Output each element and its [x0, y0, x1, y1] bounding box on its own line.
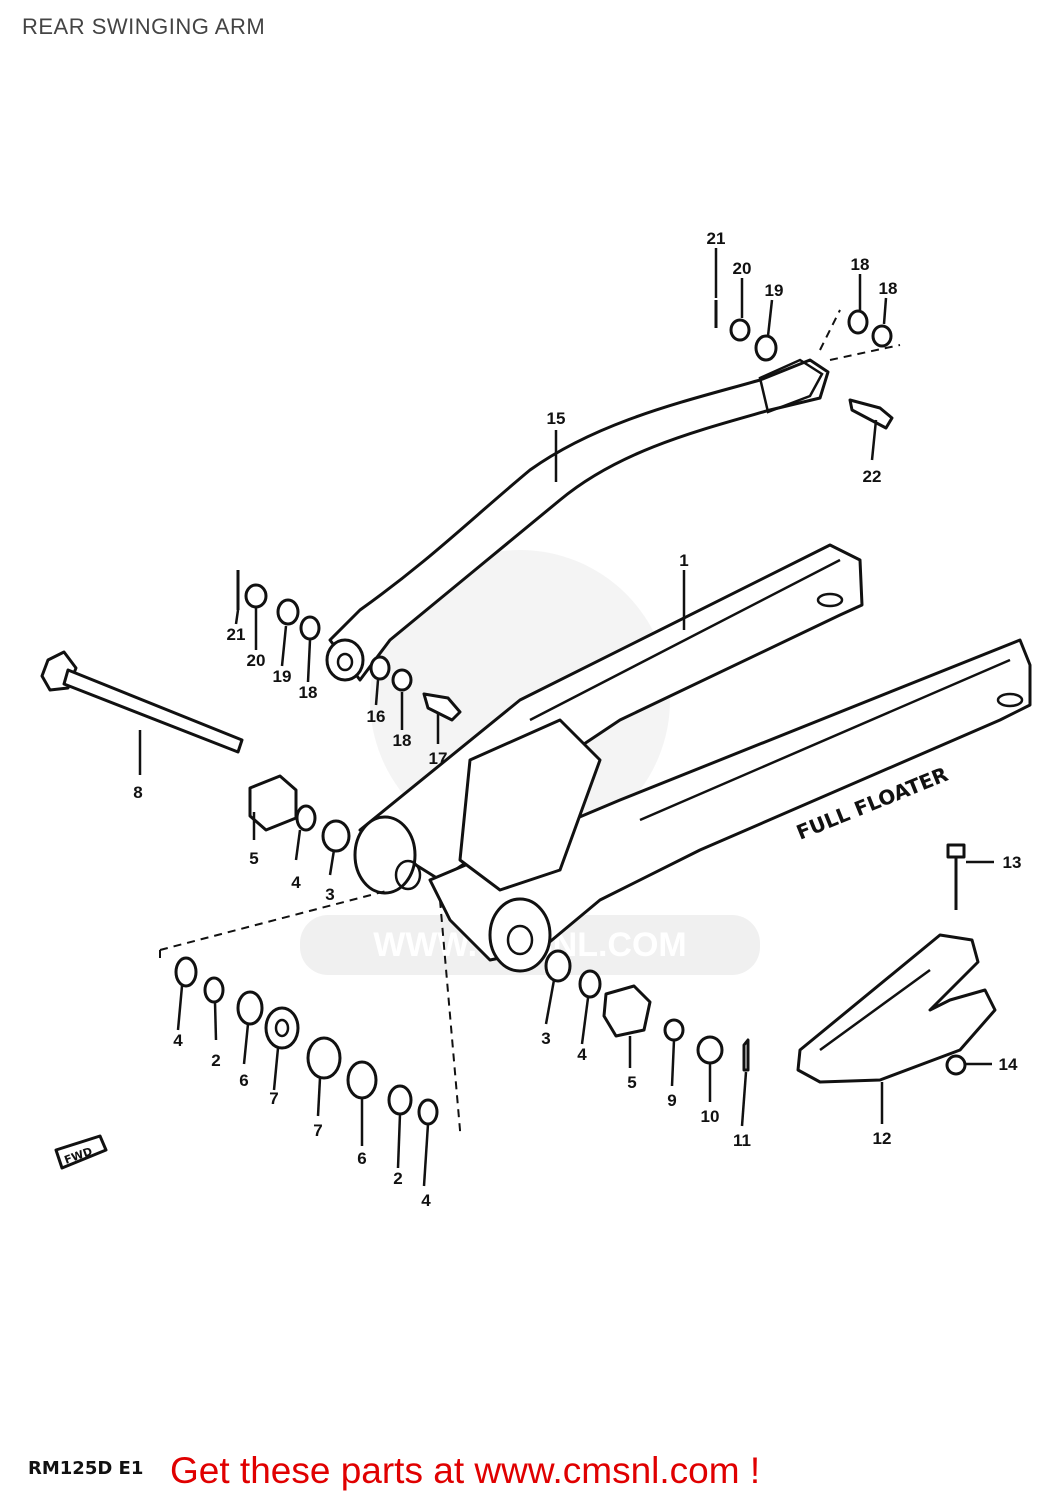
callout-6: 6 [239, 1071, 248, 1090]
callout-4: 4 [421, 1191, 431, 1210]
page-title: REAR SWINGING ARM [22, 14, 266, 39]
callout-18: 18 [299, 683, 318, 702]
callout-16: 16 [367, 707, 386, 726]
callout-3: 3 [541, 1029, 550, 1048]
small-parts: FWD [54, 300, 894, 1170]
callout-9: 9 [667, 1091, 676, 1110]
callout-14: 14 [999, 1055, 1018, 1074]
callout-18: 18 [879, 279, 898, 298]
model-code: RM125D E1 [28, 1458, 144, 1479]
callout-2: 2 [393, 1169, 402, 1188]
callout-4: 4 [291, 873, 301, 892]
callout-18: 18 [851, 255, 870, 274]
callout-6: 6 [357, 1149, 366, 1168]
callout-21: 21 [707, 229, 726, 248]
get-parts-link[interactable]: Get these parts at www.cmsnl.com ! [170, 1450, 761, 1491]
callout-4: 4 [173, 1031, 183, 1050]
callout-numbers: 1 15 8 5 4 3 4 2 6 7 7 6 2 4 3 4 5 9 10 … [133, 229, 1021, 1210]
callout-15: 15 [547, 409, 566, 428]
assembly-lines [159, 309, 901, 1135]
callout-7: 7 [269, 1089, 278, 1108]
pivot-bolt [40, 650, 244, 754]
callout-10: 10 [701, 1107, 720, 1126]
chain-guard [796, 843, 997, 1084]
callout-19: 19 [273, 667, 292, 686]
callout-5: 5 [249, 849, 258, 868]
callout-17: 17 [429, 749, 448, 768]
callout-13: 13 [1003, 853, 1022, 872]
torque-rod [325, 358, 830, 682]
callout-2: 2 [211, 1051, 220, 1070]
callout-20: 20 [247, 651, 266, 670]
callout-7: 7 [313, 1121, 322, 1140]
callout-1: 1 [679, 551, 688, 570]
leader-lines [138, 248, 994, 1187]
callout-4: 4 [577, 1045, 587, 1064]
callout-8: 8 [133, 783, 142, 802]
callout-3: 3 [325, 885, 334, 904]
callout-5: 5 [627, 1073, 636, 1092]
callout-20: 20 [733, 259, 752, 278]
callout-19: 19 [765, 281, 784, 300]
callout-12: 12 [873, 1129, 892, 1148]
callout-11: 11 [733, 1131, 751, 1150]
callout-22: 22 [863, 467, 882, 486]
callout-18: 18 [393, 731, 412, 750]
callout-21: 21 [227, 625, 246, 644]
